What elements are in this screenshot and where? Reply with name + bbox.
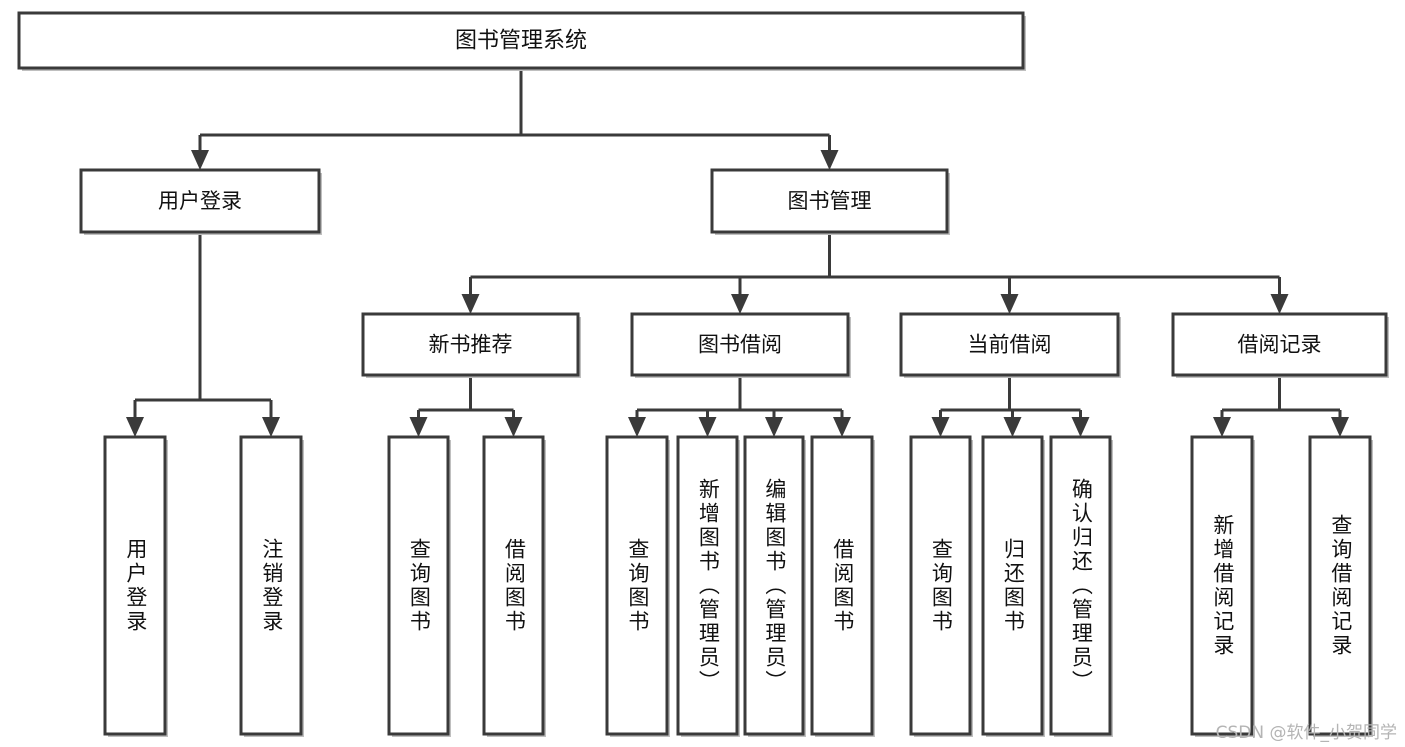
box-label: 借阅记录 bbox=[1238, 333, 1322, 357]
arrow-head bbox=[1270, 294, 1289, 314]
node-book-borrow[interactable]: 图书借阅 bbox=[630, 312, 851, 378]
node-leaf-user-logout[interactable] bbox=[239, 435, 304, 737]
node-user-login[interactable]: 用户登录 bbox=[79, 168, 322, 235]
node-leaf-query-book-3[interactable] bbox=[909, 435, 973, 737]
box-label: 用户登录 bbox=[158, 189, 242, 213]
arrow-head bbox=[1213, 417, 1231, 437]
arrow-head bbox=[461, 294, 480, 314]
node-current-borrow[interactable]: 当前借阅 bbox=[899, 312, 1121, 378]
arrow-head bbox=[628, 417, 646, 437]
box-outline bbox=[1190, 435, 1254, 736]
watermark-text: CSDN @软件_小贺同学 bbox=[1215, 723, 1397, 743]
arrow-head bbox=[1000, 294, 1019, 314]
box-label: 新书推荐 bbox=[429, 333, 513, 357]
box-outline bbox=[482, 435, 545, 736]
node-root[interactable]: 图书管理系统 bbox=[17, 11, 1026, 71]
node-leaf-edit-book[interactable] bbox=[743, 435, 806, 737]
arrow-head bbox=[765, 417, 783, 437]
node-leaf-query-book-1[interactable] bbox=[387, 435, 451, 737]
arrow-head bbox=[1071, 417, 1090, 437]
arrow-head bbox=[1003, 417, 1022, 437]
node-leaf-return-book[interactable] bbox=[981, 435, 1045, 737]
box-outline bbox=[1308, 435, 1372, 736]
box-outline bbox=[810, 435, 874, 736]
box-label: 当前借阅 bbox=[968, 333, 1052, 357]
arrow-head bbox=[126, 417, 144, 437]
box-label: 图书管理 bbox=[788, 189, 872, 213]
arrow-head bbox=[504, 417, 523, 437]
arrow-head bbox=[1331, 417, 1349, 437]
node-leaf-user-login[interactable] bbox=[103, 435, 168, 737]
box-outline bbox=[1171, 312, 1388, 377]
node-borrow-record[interactable]: 借阅记录 bbox=[1171, 312, 1389, 378]
box-outline bbox=[899, 312, 1120, 377]
node-book-manage[interactable]: 图书管理 bbox=[710, 168, 950, 235]
box-outline bbox=[909, 435, 972, 736]
box-outline bbox=[17, 11, 1025, 70]
box-label: 图书管理系统 bbox=[455, 29, 587, 54]
box-outline bbox=[239, 435, 303, 736]
box-outline bbox=[387, 435, 450, 736]
arrow-head bbox=[262, 417, 280, 437]
box-outline bbox=[605, 435, 669, 736]
arrow-head bbox=[820, 150, 839, 170]
box-outline bbox=[676, 435, 739, 736]
arrow-head bbox=[731, 294, 749, 314]
arrow-head bbox=[833, 417, 851, 437]
node-leaf-confirm-return[interactable] bbox=[1049, 435, 1113, 737]
node-leaf-add-record[interactable] bbox=[1190, 435, 1255, 737]
box-outline bbox=[743, 435, 805, 736]
arrow-head bbox=[698, 417, 717, 437]
node-leaf-add-book[interactable] bbox=[676, 435, 740, 737]
node-leaf-query-book-2[interactable] bbox=[605, 435, 670, 737]
box-outline bbox=[103, 435, 167, 736]
box-outline bbox=[1049, 435, 1112, 736]
box-outline bbox=[79, 168, 321, 234]
box-outline bbox=[981, 435, 1044, 736]
node-leaf-query-record[interactable] bbox=[1308, 435, 1373, 737]
box-label: 图书借阅 bbox=[698, 333, 782, 357]
node-leaf-borrow-book-2[interactable] bbox=[810, 435, 875, 737]
box-outline bbox=[361, 312, 580, 377]
box-outline bbox=[630, 312, 850, 377]
node-leaf-borrow-book-1[interactable] bbox=[482, 435, 546, 737]
arrow-head bbox=[191, 150, 209, 170]
node-new-book-rec[interactable]: 新书推荐 bbox=[361, 312, 581, 378]
arrow-head bbox=[931, 417, 950, 437]
box-outline bbox=[710, 168, 949, 234]
arrow-head bbox=[409, 417, 428, 437]
